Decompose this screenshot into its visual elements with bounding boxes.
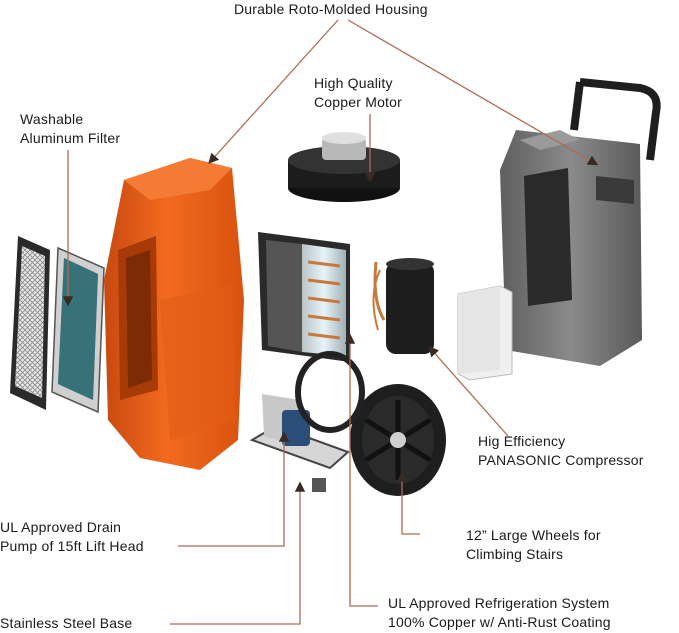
stainless-base: [249, 394, 350, 492]
label-base: Stainless Steel Base: [0, 615, 133, 631]
filter-mesh-panel: [10, 236, 50, 410]
gray-housing: [500, 78, 661, 366]
copper-motor: [288, 132, 400, 202]
aluminum-filter: [51, 246, 105, 414]
orange-housing: [104, 158, 244, 470]
leader-lines: [62, 19, 599, 625]
refrigeration-coil: [258, 232, 350, 362]
control-box: [457, 285, 513, 381]
compressor: [372, 258, 434, 354]
large-wheel: [295, 351, 446, 496]
label-housing: Durable Roto-Molded Housing: [234, 1, 428, 17]
